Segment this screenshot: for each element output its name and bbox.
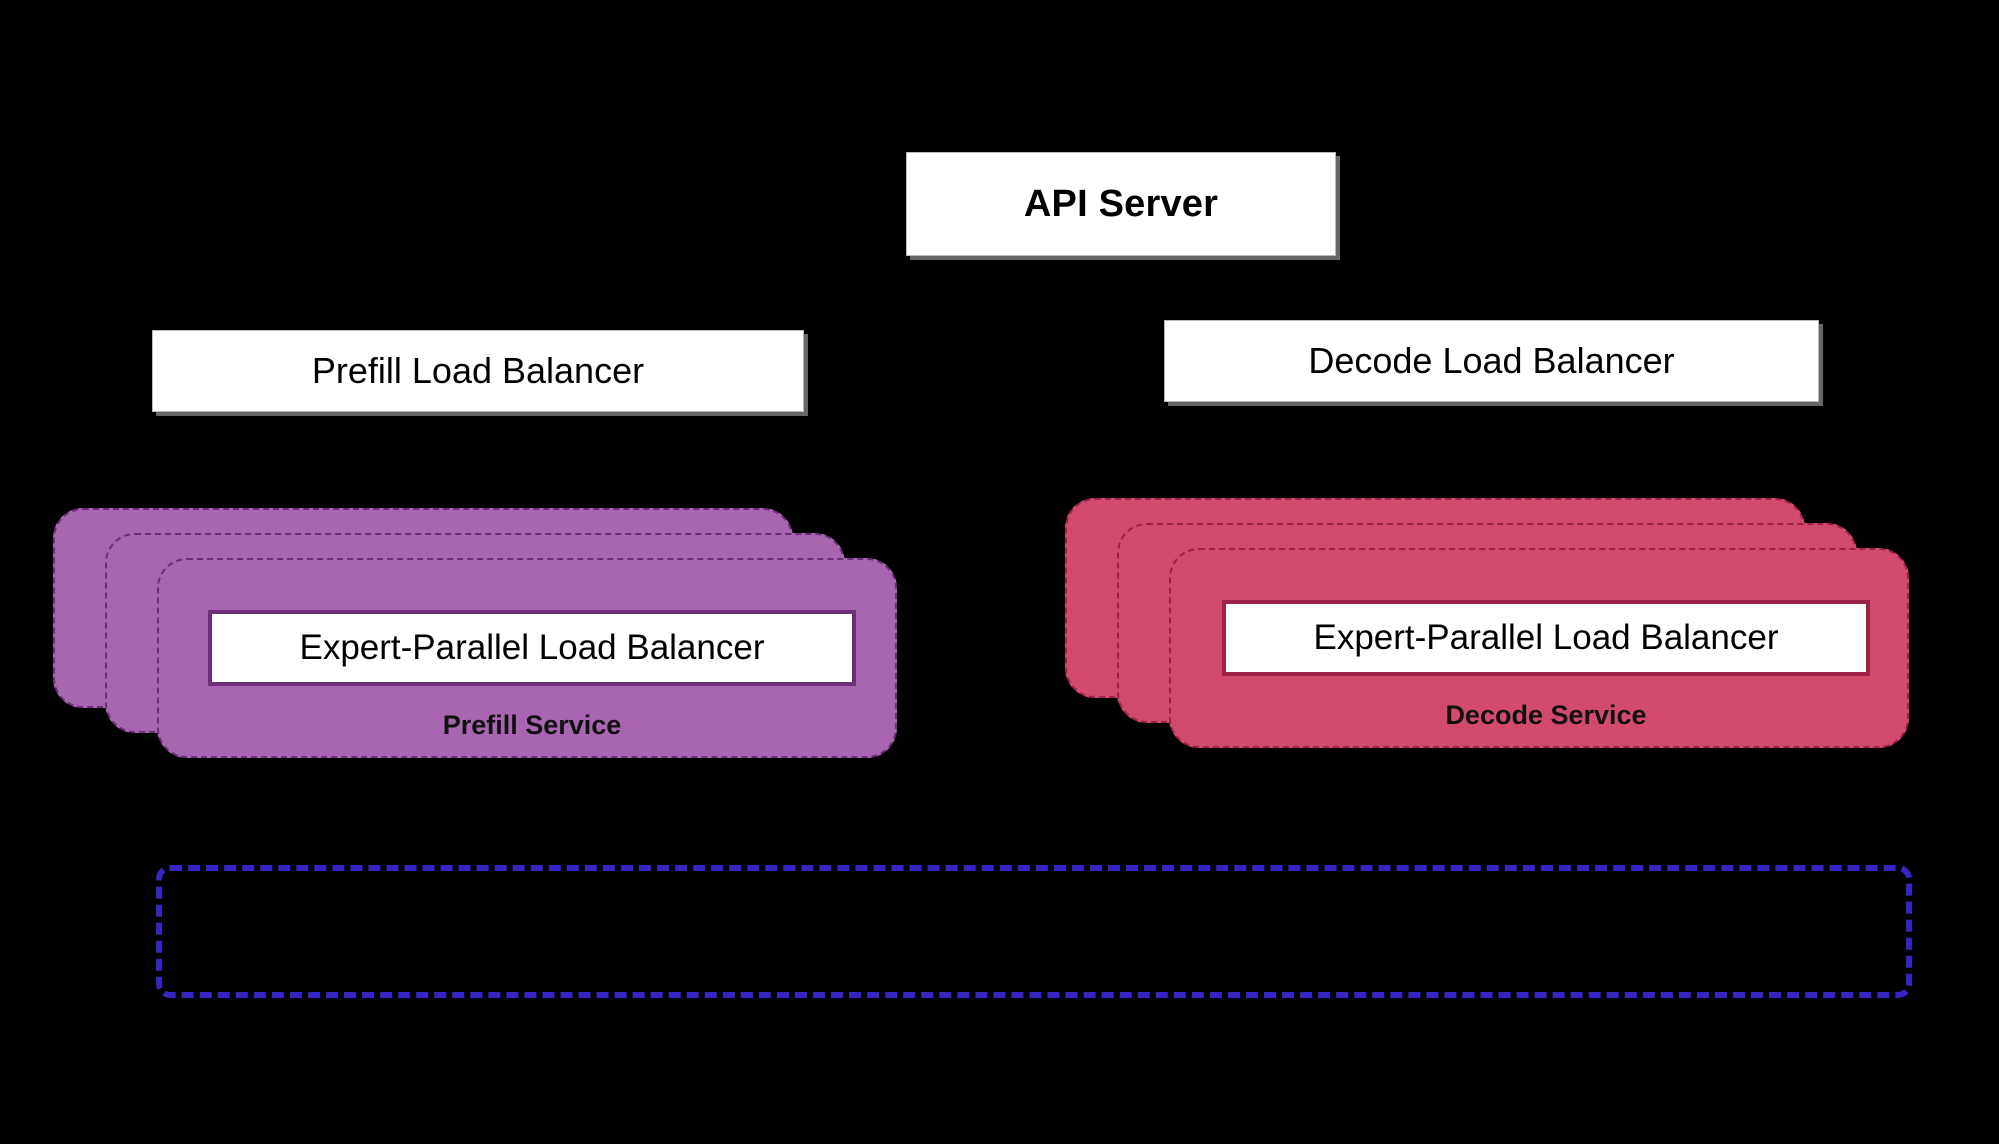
prefill-expert-parallel-load-balancer-box[interactable]: Expert-Parallel Load Balancer — [208, 610, 856, 686]
api-server-label: API Server — [1023, 182, 1219, 225]
prefill-load-balancer-box[interactable]: Prefill Load Balancer — [152, 330, 804, 412]
decode-expert-parallel-load-balancer-box[interactable]: Expert-Parallel Load Balancer — [1222, 600, 1870, 676]
decode-load-balancer-box[interactable]: Decode Load Balancer — [1164, 320, 1819, 402]
prefill-eplb-label: Expert-Parallel Load Balancer — [299, 628, 765, 667]
decode-load-balancer-label: Decode Load Balancer — [1308, 340, 1675, 381]
edge-api-to-prefill-lb — [464, 202, 906, 332]
decode-service-caption: Decode Service — [1445, 700, 1647, 730]
prefill-load-balancer-label: Prefill Load Balancer — [311, 350, 645, 391]
api-server-box[interactable]: API Server — [906, 152, 1336, 256]
decode-eplb-label: Expert-Parallel Load Balancer — [1313, 618, 1779, 657]
prefill-service-caption: Prefill Service — [442, 710, 622, 740]
edge-api-to-decode-lb — [1336, 202, 1506, 322]
kv-transfer-region[interactable] — [156, 865, 1912, 998]
